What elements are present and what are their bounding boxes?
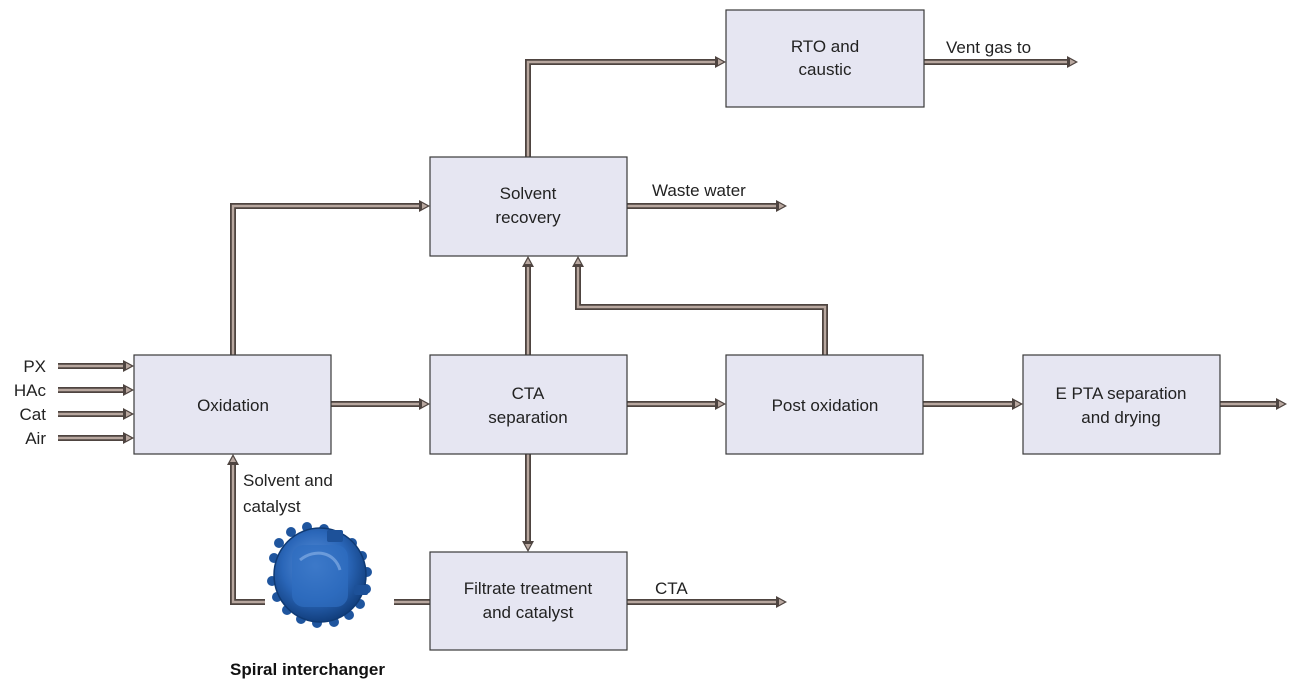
stream-label-solvent-catalyst-line2: catalyst — [243, 497, 301, 516]
block-rto-line2: caustic — [799, 60, 852, 79]
feed-label-px: PX — [23, 357, 46, 376]
block-filtrate-line1: Filtrate treatment — [464, 579, 593, 598]
block-epta-line2: and drying — [1081, 408, 1160, 427]
pipe-cta-to-solvent — [522, 256, 534, 355]
block-cta-line1: CTA — [512, 384, 545, 403]
pipe-hx-to-oxidation — [227, 454, 265, 605]
pipe-solvent-to-rto — [525, 56, 726, 157]
feed-label-cat: Cat — [20, 405, 47, 424]
stream-label-solvent-catalyst-line1: Solvent and — [243, 471, 333, 490]
stream-label-vent-gas: Vent gas to — [946, 38, 1031, 57]
block-filtrate-line2: and catalyst — [483, 603, 574, 622]
feed-label-hac: HAc — [14, 381, 47, 400]
block-filtrate-treatment: Filtrate treatment and catalyst — [429, 551, 628, 651]
pipe-feed-cat — [58, 408, 134, 420]
pipe-postox-to-epta — [923, 398, 1023, 410]
pipe-oxidation-to-solvent — [230, 200, 430, 355]
block-epta-separation: E PTA separation and drying — [1022, 354, 1221, 455]
block-solvent-line1: Solvent — [500, 184, 557, 203]
block-cta-line2: separation — [488, 408, 567, 427]
block-oxidation-label: Oxidation — [197, 396, 269, 415]
block-post-oxidation-label: Post oxidation — [772, 396, 879, 415]
pipe-solvent-waste-water — [627, 200, 787, 212]
pipe-rto-vent — [924, 56, 1078, 68]
block-rto: RTO and caustic — [725, 9, 925, 108]
pipe-filtrate-cta-out — [627, 596, 787, 608]
pipe-feed-px — [58, 360, 134, 372]
block-cta-separation: CTA separation — [429, 354, 628, 455]
block-post-oxidation: Post oxidation — [725, 354, 924, 455]
block-epta-line1: E PTA separation — [1055, 384, 1186, 403]
spiral-heat-exchanger-icon — [267, 522, 372, 628]
equipment-caption: Spiral interchanger — [230, 660, 385, 679]
block-rto-line1: RTO and — [791, 37, 859, 56]
block-solvent-line2: recovery — [495, 208, 561, 227]
pipe-network — [58, 56, 1287, 608]
block-solvent-recovery: Solvent recovery — [429, 156, 628, 257]
pipe-cta-to-filtrate — [522, 454, 534, 552]
pipe-feed-hac — [58, 384, 134, 396]
stream-label-cta: CTA — [655, 579, 688, 598]
pipe-feed-air — [58, 432, 134, 444]
pipe-cta-to-postox — [627, 398, 726, 410]
pipe-epta-out — [1220, 398, 1287, 410]
stream-label-waste-water: Waste water — [652, 181, 746, 200]
feed-label-air: Air — [25, 429, 46, 448]
pipe-oxidation-to-cta — [331, 398, 430, 410]
pipe-postox-to-solvent — [572, 256, 828, 355]
block-oxidation: Oxidation — [133, 354, 332, 455]
